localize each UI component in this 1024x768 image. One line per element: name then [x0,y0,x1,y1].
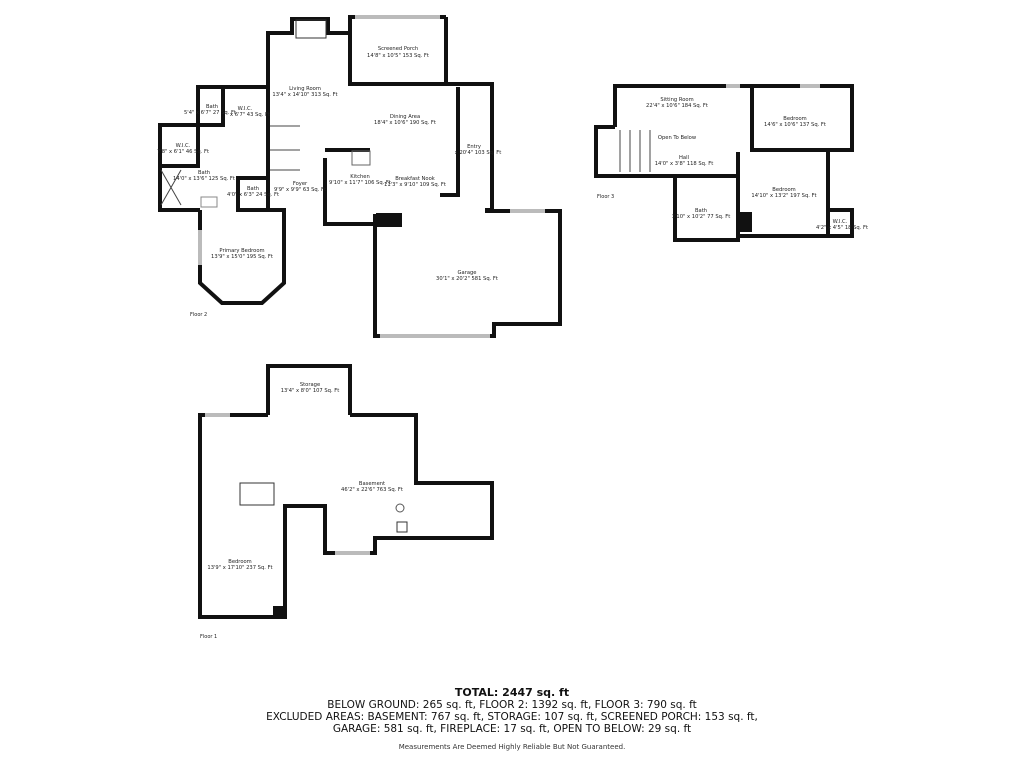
room-dims: 30'1" x 20'2" 581 Sq. Ft [436,276,498,282]
room-name: Foyer [293,181,308,187]
disclaimer: Measurements Are Deemed Highly Reliable … [398,743,626,751]
floor-2-walls [158,15,562,338]
room-name: Bath [198,170,210,176]
room-name: Garage [458,270,477,276]
excluded-areas: EXCLUDED AREAS: BASEMENT: 767 sq. ft, ST… [266,711,758,723]
room-dims: 14'10" x 13'2" 197 Sq. Ft [751,193,816,199]
room-dims: 13'9" x 17'10" 237 Sq. Ft [207,565,272,571]
stairs-icon [270,125,300,171]
floor-label: Floor 1 [200,634,217,640]
room-name: Bedroom [772,187,795,193]
stove-icon [351,150,371,166]
room-name: Dining Area [390,114,420,120]
room-name: W.I.C. [833,219,848,225]
floor-3-labels: Sitting Room 22'4" x 10'6" 184 Sq. Ft Op… [597,97,868,231]
floor-3-walls [594,84,854,242]
room-name: Primary Bedroom [219,248,264,254]
room-name: Bath [247,186,259,192]
floor-areas: BELOW GROUND: 265 sq. ft, FLOOR 2: 1392 … [327,699,697,711]
room-name: Bath [206,104,218,110]
room-dims: 7'8" x 6'1" 46 Sq. Ft [157,149,209,155]
room-name: Basement [359,481,385,487]
tub-icon [200,196,218,208]
room-dims: 14'6" x 10'6" 137 Sq. Ft [764,122,826,128]
room-name: Open To Below [658,135,697,141]
stairs-icon [619,130,651,172]
room-dims: 13'4" x 8'0" 107 Sq. Ft [281,388,340,394]
floor-label: Floor 3 [597,194,614,200]
room-name: Entry [467,144,481,150]
room-name: Sitting Room [660,97,693,103]
room-name: Kitchen [350,174,370,180]
total-area: TOTAL: 2447 sq. ft [454,686,570,699]
room-dims: 14'0" x 13'6" 125 Sq. Ft [173,176,235,182]
room-dims: 14'8" x 10'5" 153 Sq. Ft [367,53,429,59]
room-dims: 5'4" x 6'7" 27 Sq. Ft [184,110,236,116]
room-dims: x 6'7" 43 Sq. Ft [230,112,270,118]
room-name: Living Room [289,86,321,92]
room-name: Breakfast Nook [395,176,435,182]
hearth-icon [295,19,327,39]
room-dims: 9'10" x 11'7" 106 Sq. Ft [329,180,391,186]
room-dims: 46'2" x 22'6" 763 Sq. Ft [341,487,403,493]
water-heater-icon [395,503,405,513]
room-dims: 11'3" x 9'10" 109 Sq. Ft [384,182,446,188]
floor-1-walls [198,364,494,619]
room-dims: 14'0" x 3'8" 118 Sq. Ft [655,161,714,167]
room-name: Bedroom [783,116,806,122]
utility-icon [396,521,408,533]
room-name: Hall [679,155,689,161]
floor-2-labels: Screened Porch 14'8" x 10'5" 153 Sq. Ft … [157,46,501,318]
room-dims: x 20'4" 103 Sq. Ft [455,150,502,156]
excluded-areas-cont: GARAGE: 581 sq. ft, FIREPLACE: 17 sq. ft… [332,723,692,735]
room-dims: 22'4" x 10'6" 184 Sq. Ft [646,103,708,109]
room-name: Bedroom [228,559,251,565]
room-name: Screened Porch [378,46,418,52]
room-dims: 4'2" x 4'5" 18 Sq. Ft [816,225,868,231]
room-name: Bath [695,208,707,214]
room-dims: 18'4" x 10'6" 190 Sq. Ft [374,120,436,126]
stairs-icon [239,482,275,506]
room-dims: 13'4" x 14'10" 313 Sq. Ft [272,92,337,98]
floor-label: Floor 2 [190,312,207,318]
shower-icon [160,169,182,206]
room-name: W.I.C. [176,143,191,149]
room-dims: 13'9" x 15'0" 195 Sq. Ft [211,254,273,260]
room-dims: 9'9" x 9'9" 63 Sq. Ft [274,187,326,193]
floor-1-labels: Storage 13'4" x 8'0" 107 Sq. Ft Basement… [200,382,403,640]
room-name: Storage [300,382,320,388]
fireplace-icon [376,213,402,227]
room-dims: 3'10" x 10'2" 77 Sq. Ft [672,214,731,220]
room-dims: 4'0" x 6'3" 24 Sq. Ft [227,192,279,198]
room-name: W.I.C. [238,106,253,112]
